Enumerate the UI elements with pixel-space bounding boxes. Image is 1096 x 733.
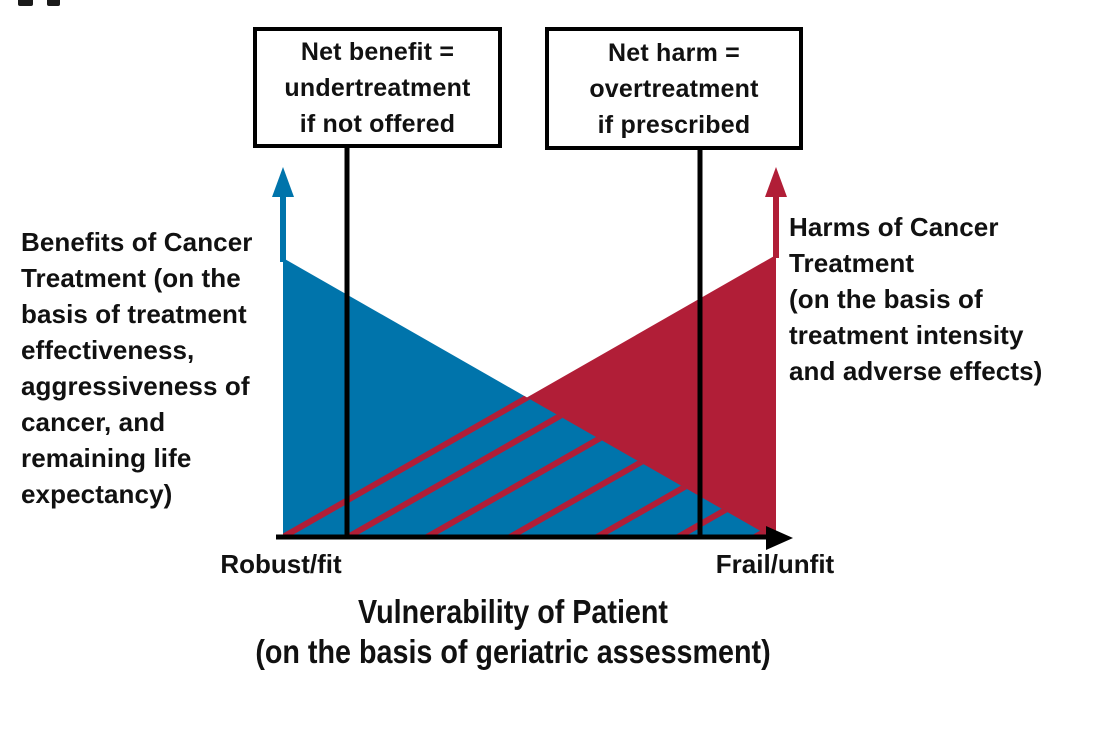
harms-label: Harms of Cancer Treatment (on the basis … [789, 212, 1043, 386]
x-tick-frail-unfit: Frail/unfit [715, 549, 835, 579]
crop-artifact-right [47, 0, 60, 6]
callout-net-benefit: Net benefit = undertreatment if not offe… [253, 27, 502, 148]
benefits-axis-arrow [272, 167, 294, 262]
x-axis-arrow-icon [766, 526, 793, 550]
callout-net-harm: Net harm = overtreatment if prescribed [545, 27, 803, 150]
crop-artifact-left [18, 0, 33, 6]
benefits-label: Benefits of Cancer Treatment (on the bas… [21, 227, 253, 509]
harms-axis-arrow [765, 167, 787, 258]
x-axis-line [276, 526, 793, 550]
x-axis-title: Vulnerability of Patient (on the basis o… [255, 593, 771, 670]
x-tick-robust-fit: Robust/fit [220, 549, 342, 579]
